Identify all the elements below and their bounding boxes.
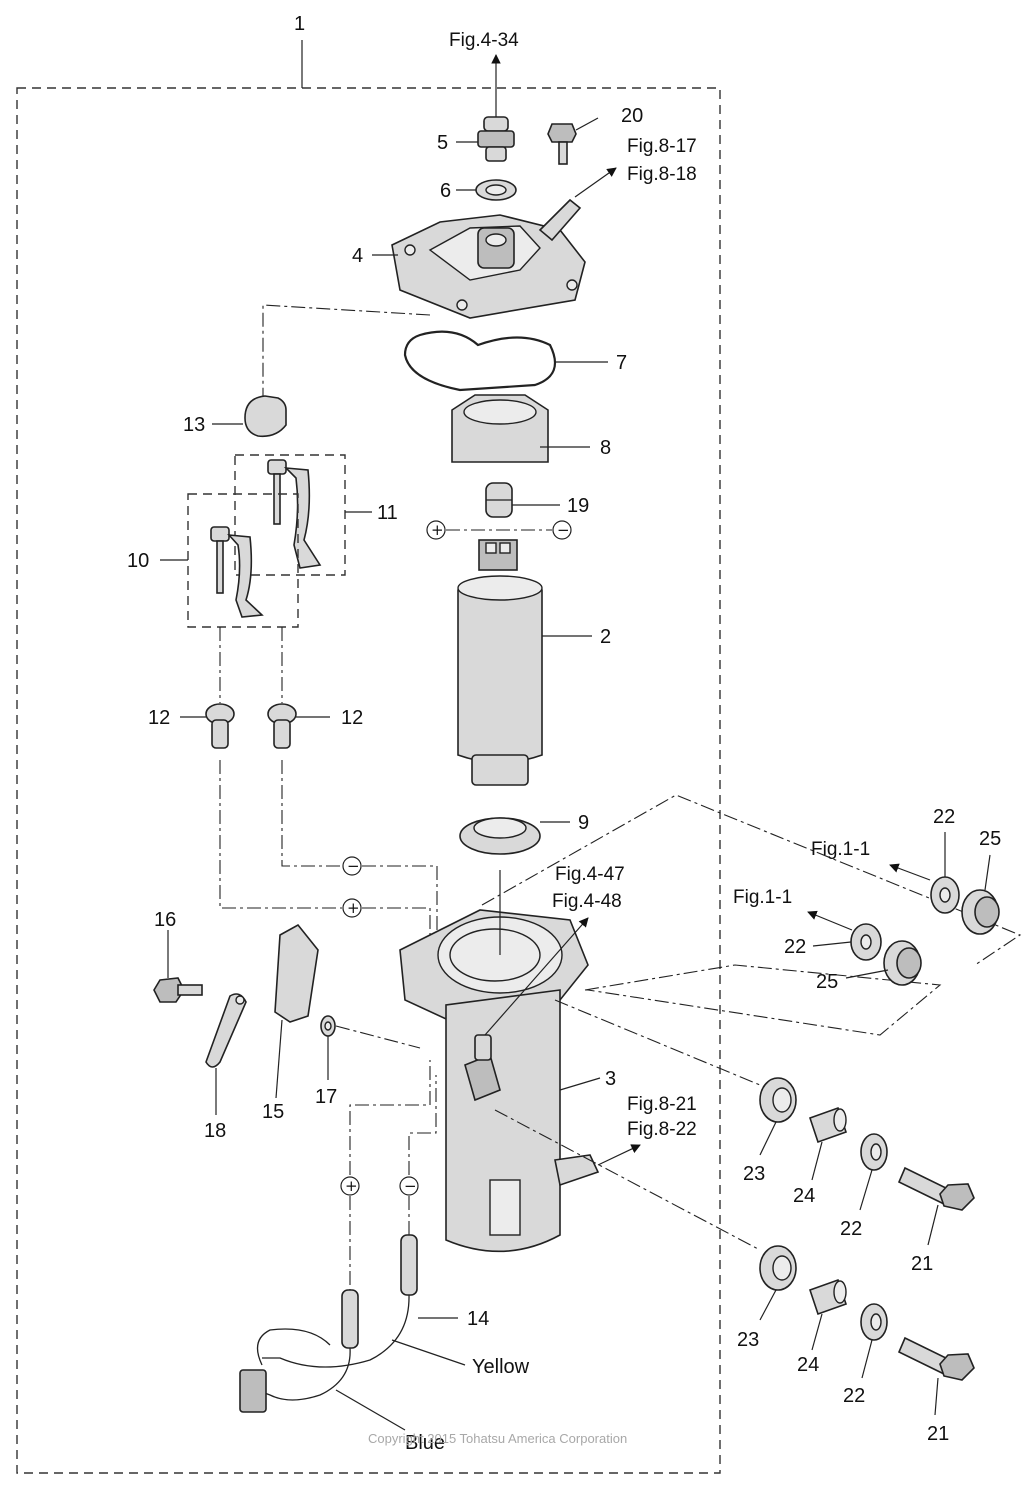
- part-23-collar-1: [759, 1077, 797, 1123]
- assembly-boundary: [16, 87, 721, 1474]
- callout-24-1: 24: [793, 1185, 815, 1207]
- part-17-washer: [320, 1015, 336, 1037]
- part-25-grommet-mid: [883, 940, 922, 986]
- part-8-nut: [451, 394, 549, 463]
- part-18-clip: [205, 993, 247, 1068]
- callout-22-mid: 22: [784, 936, 806, 958]
- housing-plus-sign: +: [347, 899, 360, 917]
- ref-fig-1-1-upper: Fig.1-1: [811, 839, 870, 860]
- part-7-oring: [403, 330, 557, 392]
- callout-11: 11: [377, 502, 398, 524]
- callout-23-1: 23: [743, 1163, 765, 1185]
- part-22-washer-4: [860, 1303, 888, 1341]
- ref-fig-1-1-lower: Fig.1-1: [733, 887, 792, 908]
- part-21-bolt-1: [897, 1166, 975, 1211]
- callout-7: 7: [616, 352, 627, 374]
- callout-8: 8: [600, 437, 611, 459]
- callout-13: 13: [183, 414, 205, 436]
- part-13-cap: [244, 395, 287, 438]
- part-11-terminal: [267, 459, 322, 569]
- callout-5: 5: [437, 132, 448, 154]
- ref-fig-8-18: Fig.8-18: [627, 164, 697, 185]
- housing-minus-sign: −: [347, 857, 360, 875]
- callout-24-2: 24: [797, 1354, 819, 1376]
- copyright-notice: Copyright 2015 Tohatsu America Corporati…: [368, 1431, 627, 1446]
- part-20-bolt: [547, 123, 577, 165]
- part-10-terminal: [210, 526, 264, 618]
- callout-10: 10: [127, 550, 149, 572]
- callout-15: 15: [262, 1101, 284, 1123]
- callout-22-upper: 22: [933, 806, 955, 828]
- part-24-sleeve-1: [808, 1106, 848, 1144]
- part-21-bolt-2: [897, 1336, 975, 1381]
- assembly-number: 1: [294, 13, 305, 35]
- ref-fig-8-17: Fig.8-17: [627, 136, 697, 157]
- callout-25-mid: 25: [816, 971, 838, 993]
- ref-fig-8-21: Fig.8-21: [627, 1094, 697, 1115]
- callout-2: 2: [600, 626, 611, 648]
- ref-fig-8-22: Fig.8-22: [627, 1119, 697, 1140]
- callout-19: 19: [567, 495, 589, 517]
- part-4-cover: [391, 198, 586, 319]
- callout-16: 16: [154, 909, 176, 931]
- wire-yellow-label: Yellow: [472, 1356, 530, 1378]
- callout-6: 6: [440, 180, 451, 202]
- callout-23-2: 23: [737, 1329, 759, 1351]
- callout-4: 4: [352, 245, 363, 267]
- pump-plus-sign: +: [431, 521, 444, 539]
- callout-25-upper: 25: [979, 828, 1001, 850]
- part-22-washer-3: [860, 1133, 888, 1171]
- part-9-seal: [459, 817, 541, 855]
- part-22-washer-mid: [850, 923, 882, 961]
- callout-21-2: 21: [927, 1423, 949, 1445]
- callout-20: 20: [621, 105, 643, 127]
- part-19-filter: [485, 482, 513, 518]
- callout-21-1: 21: [911, 1253, 933, 1275]
- part-16-bolt: [153, 977, 203, 1003]
- harness-minus-sign: −: [404, 1177, 417, 1195]
- ref-fig-4-47: Fig.4-47: [555, 864, 625, 885]
- part-3-housing: [399, 909, 600, 1253]
- wire-blue-label: Blue: [405, 1432, 445, 1454]
- part-14-harness: [239, 1234, 418, 1413]
- ref-fig-4-48: Fig.4-48: [552, 891, 622, 912]
- harness-plus-sign: +: [345, 1177, 358, 1195]
- callout-22-3: 22: [840, 1218, 862, 1240]
- part-2-fuel-pump: [457, 539, 543, 786]
- callout-14: 14: [467, 1308, 489, 1330]
- pump-minus-sign: −: [557, 521, 570, 539]
- callout-22-4: 22: [843, 1385, 865, 1407]
- ref-fig-4-34: Fig.4-34: [449, 30, 519, 51]
- callout-17: 17: [315, 1086, 337, 1108]
- part-24-sleeve-2: [808, 1278, 848, 1316]
- callout-9: 9: [578, 812, 589, 834]
- callout-3: 3: [605, 1068, 616, 1090]
- part-25-grommet-upper: [961, 889, 1000, 935]
- part-22-washer-upper: [930, 876, 960, 914]
- part-12-connector-right: [267, 703, 297, 749]
- part-5-fitting: [477, 116, 515, 162]
- callout-12-right: 12: [341, 707, 363, 729]
- callout-18: 18: [204, 1120, 226, 1142]
- callout-12-left: 12: [148, 707, 170, 729]
- part-12-connector-left: [205, 703, 235, 749]
- part-15-bracket: [274, 923, 319, 1023]
- part-23-collar-2: [759, 1245, 797, 1291]
